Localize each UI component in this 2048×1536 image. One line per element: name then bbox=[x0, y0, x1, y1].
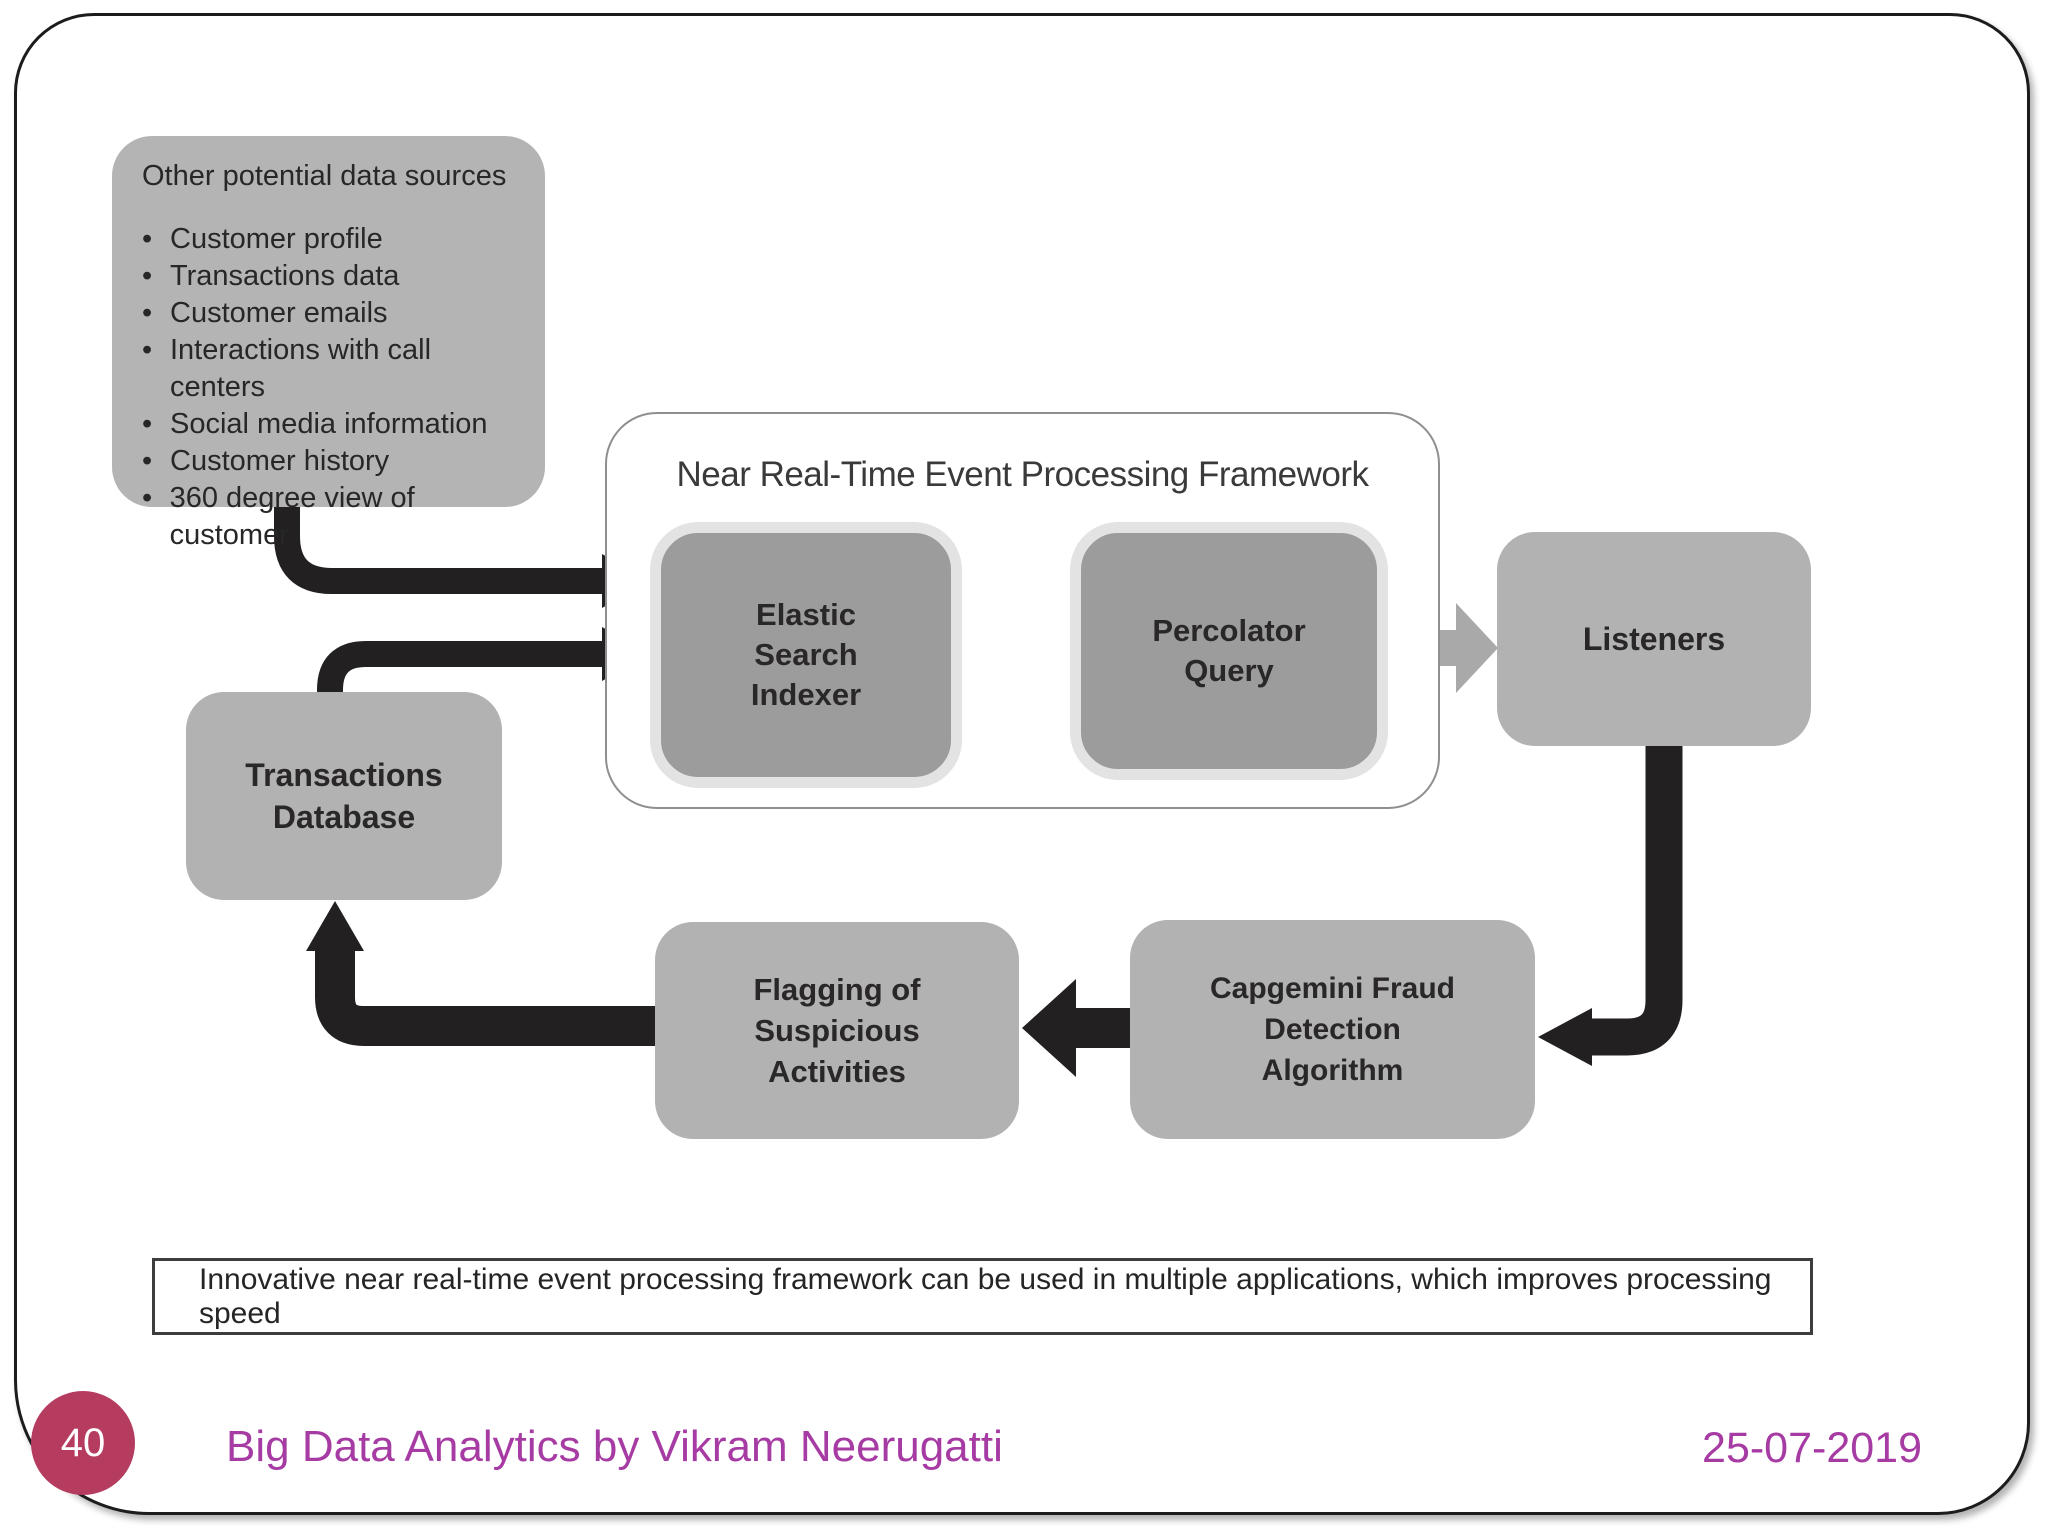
data-source-item: • Social media information bbox=[142, 406, 533, 443]
data-source-item: • Customer history bbox=[142, 443, 533, 480]
data-sources-title: Other potential data sources bbox=[142, 160, 507, 192]
node-label: Percolator Query bbox=[1152, 613, 1306, 688]
bullet-icon: • bbox=[142, 334, 153, 366]
data-sources-box: Other potential data sources • Customer … bbox=[112, 136, 545, 551]
page-number-badge: 40 bbox=[31, 1391, 135, 1495]
node-capgemini-fraud-detection: Capgemini Fraud Detection Algorithm bbox=[1130, 920, 1535, 1139]
data-source-item-label: 360 degree view of customer bbox=[169, 482, 415, 551]
data-source-item-label: Customer emails bbox=[170, 297, 388, 329]
node-elastic-search-indexer: Elastic Search Indexer bbox=[650, 522, 962, 788]
data-source-item-label: Transactions data bbox=[170, 260, 400, 292]
node-label: Flagging of Suspicious Activities bbox=[753, 972, 921, 1089]
data-source-item-label: Social media information bbox=[170, 408, 488, 440]
node-label: Capgemini Fraud Detection Algorithm bbox=[1209, 972, 1456, 1087]
data-sources-list: • Customer profile • Transactions data •… bbox=[142, 221, 533, 554]
data-source-item: • Customer profile bbox=[142, 221, 533, 258]
caption-box: Innovative near real-time event processi… bbox=[152, 1258, 1813, 1335]
bullet-icon: • bbox=[142, 223, 153, 255]
footer-title: Big Data Analytics by Vikram Neerugatti bbox=[226, 1422, 1003, 1471]
node-label: Elastic Search Indexer bbox=[750, 597, 862, 712]
footer-date: 25-07-2019 bbox=[1702, 1424, 1922, 1472]
node-label: Transactions Database bbox=[245, 757, 443, 835]
bullet-icon: • bbox=[142, 408, 153, 440]
bullet-icon: • bbox=[142, 482, 153, 514]
framework-title: Near Real-Time Event Processing Framewor… bbox=[676, 455, 1369, 494]
data-source-item-label: Customer profile bbox=[170, 223, 383, 255]
node-transactions-database: Transactions Database bbox=[186, 692, 502, 900]
node-percolator-query: Percolator Query bbox=[1070, 522, 1388, 780]
bullet-icon: • bbox=[142, 445, 153, 477]
data-source-item: • Interactions with call centers bbox=[142, 332, 533, 406]
data-source-item-label: Customer history bbox=[170, 445, 390, 477]
data-source-item: • 360 degree view of customer bbox=[142, 480, 533, 554]
bullet-icon: • bbox=[142, 260, 153, 292]
bullet-icon: • bbox=[142, 297, 153, 329]
data-source-item: • Customer emails bbox=[142, 295, 533, 332]
data-source-item-label: Interactions with call centers bbox=[169, 334, 432, 403]
page-number: 40 bbox=[60, 1420, 106, 1465]
node-label: Listeners bbox=[1582, 620, 1726, 657]
node-flagging-suspicious-activities: Flagging of Suspicious Activities bbox=[655, 922, 1019, 1139]
data-source-item: • Transactions data bbox=[142, 258, 533, 295]
caption-text: Innovative near real-time event processi… bbox=[199, 1262, 1772, 1330]
node-listeners: Listeners bbox=[1497, 532, 1811, 746]
